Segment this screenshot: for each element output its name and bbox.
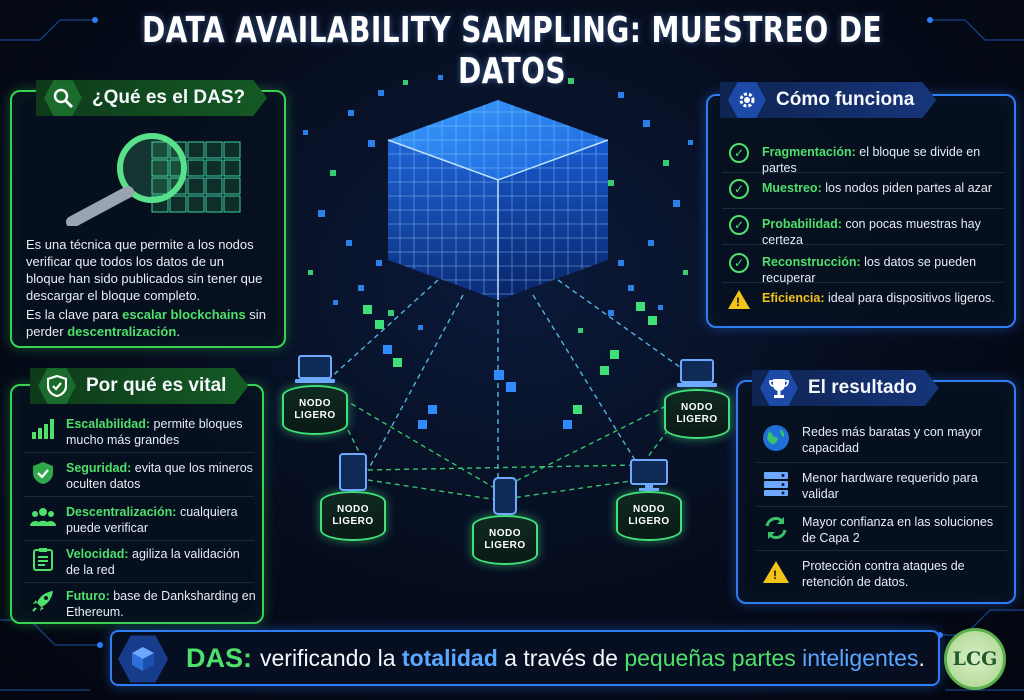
how-it-works-title: Cómo funciona — [776, 89, 915, 110]
footer-das: DAS: — [186, 642, 252, 673]
why-vital-header: Por qué es vital — [30, 368, 248, 404]
result-header: El resultado — [752, 370, 939, 406]
check-icon: ✓ — [729, 215, 749, 235]
check-icon: ✓ — [729, 143, 749, 163]
check-icon: ✓ — [729, 253, 749, 273]
connection-lines — [327, 279, 699, 501]
sync-icon — [760, 512, 792, 544]
warning-icon: ! — [728, 289, 750, 309]
laptop-icon — [677, 359, 717, 387]
result-item-hardware: Menor hardware requerido para validar — [760, 468, 1010, 502]
page-title: DATA AVAILABILITY SAMPLING: MUESTREO DE … — [141, 10, 883, 92]
scattered-data-pieces — [303, 75, 693, 333]
server-icon — [760, 468, 792, 500]
what-is-title: ¿Qué es el DAS? — [92, 87, 246, 108]
why-item-security: Seguridad: evita que los mineros oculten… — [30, 460, 256, 492]
lcg-logo: LCG — [944, 628, 1006, 690]
rocket-icon — [30, 588, 56, 614]
warning-icon: ! — [763, 561, 789, 583]
data-block-cube — [387, 100, 609, 300]
how-item-probability: ✓ Probabilidad: con pocas muestras hay c… — [726, 212, 1012, 248]
trophy-icon — [760, 369, 798, 407]
why-item-decentralization: Descentralización: cualquiera puede veri… — [30, 504, 256, 536]
logo-text: LCG — [952, 648, 998, 670]
footer-small-parts: pequeñas partes — [624, 644, 796, 671]
bar-chart-icon — [30, 416, 56, 442]
data-block-network — [303, 75, 699, 501]
gear-icon — [728, 81, 766, 119]
result-item-cheaper: Redes más baratas y con mayor capacidad — [760, 422, 1010, 456]
how-item-efficiency: ! Eficiencia: ideal para dispositivos li… — [726, 286, 1012, 312]
laptop-icon — [295, 355, 335, 383]
how-it-works-panel — [706, 94, 1016, 328]
shield-icon — [30, 460, 56, 486]
result-title: El resultado — [808, 377, 917, 398]
monitor-icon — [630, 459, 668, 491]
magnifier-illustration — [66, 133, 241, 226]
footer-smart: inteligentes — [802, 644, 919, 671]
how-item-fragmentation: ✓ Fragmentación: el bloque se divide en … — [726, 140, 1012, 176]
what-is-key: Es la clave para escalar blockchains sin… — [26, 307, 266, 339]
why-item-scalability: Escalabilidad: permite bloques mucho más… — [30, 416, 256, 448]
phone-icon — [493, 477, 517, 515]
tablet-icon — [339, 453, 367, 491]
how-it-works-header: Cómo funciona — [720, 82, 936, 118]
clipboard-icon — [30, 546, 56, 572]
highlight-decentralization: descentralización — [67, 324, 177, 339]
result-item-protection: ! Protección contra ataques de retención… — [760, 556, 1010, 590]
highlight-scale: escalar blockchains — [122, 307, 246, 322]
sample-pieces — [363, 302, 657, 429]
what-is-description: Es una técnica que permite a los nodos v… — [26, 237, 263, 303]
why-item-future: Futuro: base de Danksharding en Ethereum… — [30, 588, 256, 620]
people-icon — [30, 504, 56, 530]
footer-totality: totalidad — [401, 644, 498, 671]
how-item-reconstruction: ✓ Reconstrucción: los datos se pueden re… — [726, 250, 1012, 286]
result-item-trust: Mayor confianza en las soluciones de Cap… — [760, 512, 1010, 546]
footer-banner: DAS: verificando la totalidad a través d… — [110, 630, 940, 686]
what-is-header: ¿Qué es el DAS? — [36, 80, 267, 116]
how-item-sampling: ✓ Muestreo: los nodos piden partes al az… — [726, 176, 1012, 202]
shield-icon — [38, 367, 76, 405]
why-item-speed: Velocidad: agiliza la validación de la r… — [30, 546, 256, 578]
check-icon: ✓ — [729, 179, 749, 199]
magnifier-icon — [44, 79, 82, 117]
why-vital-title: Por qué es vital — [86, 375, 227, 396]
globe-icon — [760, 422, 792, 454]
